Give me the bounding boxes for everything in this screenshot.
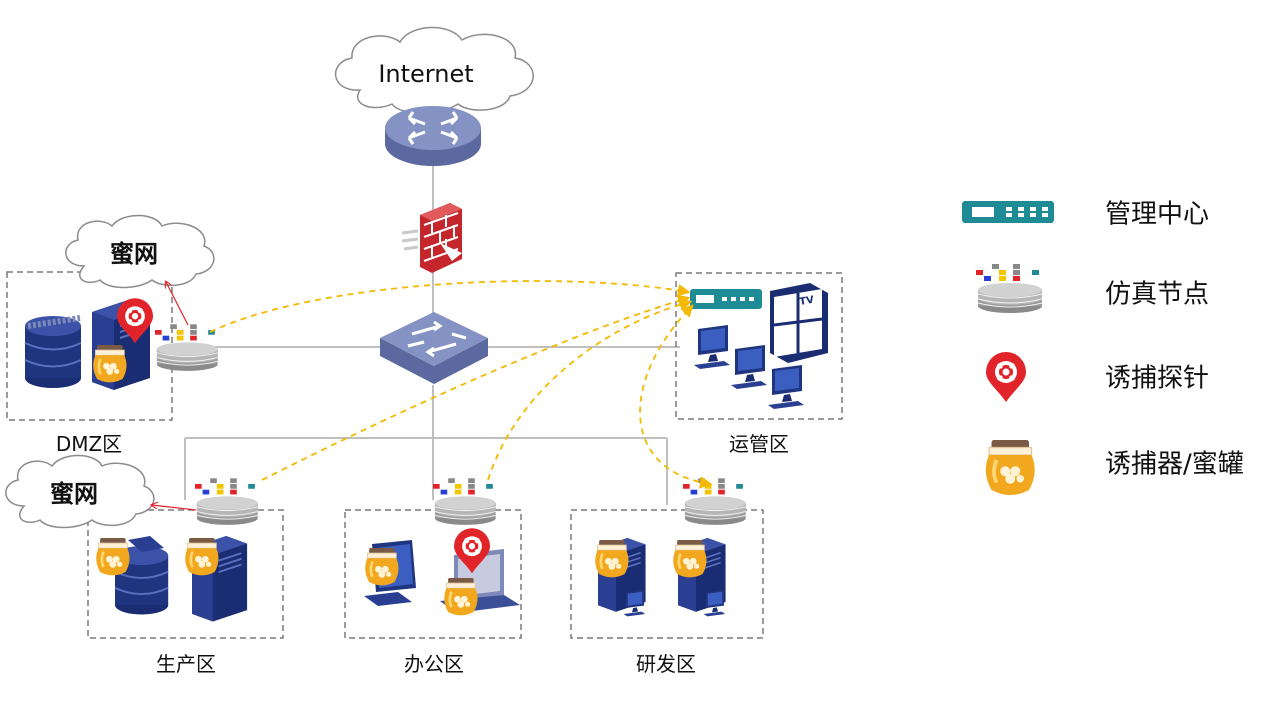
dmz-emulation-node-icon [154, 323, 219, 372]
management-flows [209, 280, 713, 489]
ops-zone-box [675, 272, 843, 420]
ops-management-center-icon [690, 289, 762, 309]
ops-workstation-1-icon [694, 325, 730, 369]
honeynet-top-label: 蜜网 [110, 240, 158, 268]
office-zone [363, 477, 520, 617]
legend-label: 诱捕探针 [1105, 363, 1210, 394]
legend-item-management-center: 管理中心 [955, 182, 1265, 242]
legend-item-honeypot: 诱捕器/蜜罐 [955, 432, 1265, 492]
production-zone [94, 477, 259, 623]
rnd-zone-box [570, 509, 764, 639]
rnd-honeypot-1-icon [593, 538, 630, 579]
rnd-honeypot-2-icon [671, 538, 708, 579]
router-icon [385, 106, 481, 166]
firewall-icon [401, 203, 462, 273]
zone-label-office: 办公区 [404, 652, 464, 676]
zone-label-dmz: DMZ区 [55, 432, 123, 456]
internet-cloud: Internet [335, 26, 534, 114]
rnd-zone [593, 477, 747, 617]
dmz-honeypot-icon [91, 343, 128, 384]
zone-boxes [6, 271, 843, 639]
honeynet-arrows [152, 282, 197, 511]
zone-label-production: 生产区 [156, 652, 216, 676]
legend-label: 诱捕器/蜜罐 [1105, 449, 1244, 480]
core-switch-icon [380, 312, 488, 384]
honeynet-cloud-bottom: 蜜网 [5, 454, 155, 529]
zone-label-ops: 运管区 [729, 432, 789, 456]
rnd-emulation-node-icon [682, 477, 747, 526]
legend-label: 管理中心 [1105, 199, 1210, 230]
office-emulation-node-icon [432, 477, 497, 526]
production-emulation-node-icon [194, 477, 259, 526]
honeynet-bottom-label: 蜜网 [50, 480, 98, 508]
flow-office-to-mgmt [487, 298, 693, 481]
office-zone-box [344, 509, 522, 639]
office-honeypot-1-icon [363, 546, 400, 587]
zone-label-rnd: 研发区 [636, 652, 696, 676]
tv-label: TV [799, 295, 816, 308]
ops-workstation-3-icon [768, 365, 804, 409]
internet-label: Internet [378, 60, 473, 88]
office-honeypot-2-icon [442, 576, 479, 617]
honeynet-cloud-top: 蜜网 [65, 214, 215, 289]
rnd-workstation-1-icon [623, 590, 646, 617]
rnd-workstation-2-icon [703, 590, 726, 617]
legend-label: 仿真节点 [1105, 279, 1210, 310]
production-zone-box [87, 509, 284, 639]
legend-item-decoy-probe: 诱捕探针 [955, 346, 1265, 406]
legend-management-center-icon [962, 201, 1054, 223]
production-honeypot-2-icon [183, 536, 220, 577]
ops-workstation-2-icon [731, 345, 767, 389]
production-honeypot-1-icon [94, 536, 131, 577]
flow-production-to-mgmt [261, 294, 691, 481]
ops-zone: TV [690, 283, 828, 409]
flow-dmz-to-mgmt [209, 280, 691, 333]
dmz-zone [24, 296, 219, 391]
legend-item-emulation-node: 仿真节点 [955, 262, 1265, 322]
ops-tv-wall-icon: TV [770, 283, 828, 363]
